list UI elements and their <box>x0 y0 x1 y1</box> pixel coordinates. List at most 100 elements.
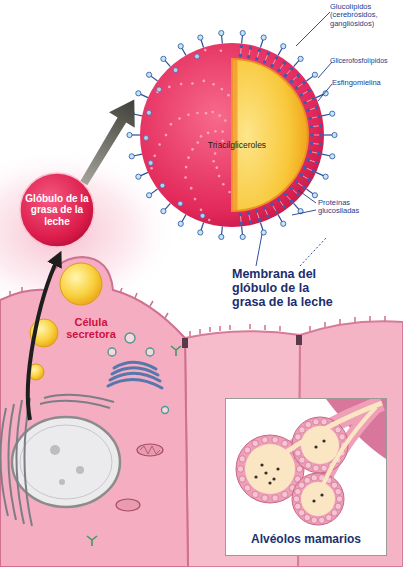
inset-box-part-part <box>262 437 268 443</box>
leader-lines-part-part <box>296 12 330 46</box>
fat-globule-part-part <box>284 74 287 77</box>
fat-globule-part-part <box>146 193 151 198</box>
inset-box-part-part <box>252 491 258 497</box>
inset-box-part-part <box>244 447 250 453</box>
fat-globule-part-part <box>239 54 242 57</box>
fat-globule-part-part <box>240 216 242 222</box>
fat-globule-part-part <box>158 143 161 146</box>
inset-box-part-part <box>298 510 304 516</box>
node-text: Alvéolos mamarios <box>226 533 386 546</box>
fat-globule-part-part <box>295 180 298 183</box>
fat-globule-part-part <box>129 111 134 116</box>
fat-globule-part-part <box>283 61 286 64</box>
tissue-illustration-part <box>108 348 116 356</box>
fat-globule-part-part <box>129 154 134 159</box>
fat-globule-part-part <box>302 186 305 189</box>
fat-globule-part-part <box>298 56 303 61</box>
fat-globule-part-part <box>211 111 214 114</box>
globule-circle-part-part <box>20 173 94 247</box>
inset-box-part-part <box>339 434 345 440</box>
fat-globule-part-part <box>277 69 280 72</box>
fat-globule-part-part <box>197 141 200 144</box>
inset-box-part-part <box>313 419 319 425</box>
fat-globule-part-part <box>273 206 276 211</box>
fat-globule-part-part <box>160 183 165 188</box>
inset-box-part-part <box>295 503 301 509</box>
fat-globule-part-part <box>319 143 322 146</box>
tissue-illustration-part <box>0 398 32 526</box>
fat-globule-part-part <box>240 48 242 54</box>
node-text: Triacilgliceroles <box>196 141 278 151</box>
fat-globule-part-part <box>309 150 312 153</box>
fat-globule-part-part <box>317 152 320 155</box>
fat-globule-part-part <box>240 234 245 239</box>
inset-box-part-part <box>319 517 325 523</box>
fat-globule-part-part <box>275 210 278 213</box>
tissue-illustration-part <box>171 346 181 356</box>
inset-box-part-part <box>331 482 337 488</box>
fat-globule-part-part <box>310 125 313 128</box>
tissue-illustration-part <box>146 348 154 356</box>
tissue-illustration-part <box>116 499 140 511</box>
fat-globule-part-part <box>255 57 258 60</box>
inset-box-part-part <box>326 514 332 520</box>
inset-box-part-part <box>239 476 245 482</box>
fat-globule-part-part <box>228 191 231 194</box>
inset-box-part-part <box>305 462 311 468</box>
inset-box-part-part <box>336 496 342 502</box>
inset-box-part-part <box>295 488 301 494</box>
fat-globule-part-part <box>267 52 270 55</box>
fat-globule-part-part <box>249 220 252 223</box>
tissue-illustration-part <box>182 338 188 348</box>
fat-globule-part-part <box>281 44 286 49</box>
inset-box-part-part <box>239 456 245 462</box>
fat-globule-part-part <box>127 132 132 137</box>
fat-globule-part-part <box>148 161 153 166</box>
fat-globule-part-part <box>296 193 299 196</box>
fat-globule-part-part <box>198 35 203 40</box>
node-text: Glóbulo de la grasa de la leche <box>23 172 91 248</box>
fat-globule-part-part <box>204 49 207 52</box>
fat-globule-part-part <box>281 221 286 226</box>
fat-globule-part-part <box>255 209 258 212</box>
inset-box-part-part <box>335 427 341 433</box>
inset-box-part-part <box>311 517 317 523</box>
fat-globule-part-part <box>200 209 203 212</box>
fat-globule-part-part <box>312 72 317 77</box>
fat-globule-part-part <box>300 93 303 96</box>
fat-globule-part-part <box>198 230 203 235</box>
inset-box-part-part <box>295 450 301 456</box>
fat-globule: Triacilgliceroles <box>128 31 336 239</box>
fat-globule-part-part <box>140 43 324 227</box>
fat-globule-part-part <box>319 133 322 136</box>
fat-globule-part-part <box>312 170 315 173</box>
inset-box-part-part <box>314 445 317 448</box>
fat-globule-part-part <box>287 70 291 74</box>
fat-globule-part-part <box>240 30 245 35</box>
fat-globule-part-part <box>280 64 284 69</box>
fat-globule-part-part <box>300 173 303 176</box>
fat-globule-part-part <box>170 123 173 126</box>
membrane-label: Membrana del glóbulo de la grasa de la l… <box>232 267 336 309</box>
inset-box-part-part <box>299 457 305 463</box>
fat-globule-part-part <box>161 56 166 61</box>
tissue-illustration-part <box>20 425 112 499</box>
fat-globule-part-part <box>306 109 309 112</box>
inset-box-part-part <box>321 419 327 425</box>
fat-globule-part-part <box>178 44 183 49</box>
fat-globule-part-part <box>247 212 250 215</box>
fat-globule-part-part <box>214 130 217 133</box>
inset-box-part-part <box>318 407 376 497</box>
inset-box-part-part <box>304 514 310 520</box>
fat-globule-part-part <box>219 234 224 239</box>
fat-globule-part-part <box>214 152 217 155</box>
tissue-illustration-part <box>12 417 120 507</box>
fat-globule-part-part <box>178 201 183 206</box>
fat-globule-part-part <box>313 125 319 127</box>
fat-globule-part-part <box>303 91 308 94</box>
fat-globule-part-part <box>184 176 187 179</box>
tissue-illustration-part <box>162 407 169 414</box>
fat-globule-part-part <box>203 80 206 83</box>
fat-globule-part-part <box>249 46 252 49</box>
fat-globule-part-part <box>187 113 190 116</box>
